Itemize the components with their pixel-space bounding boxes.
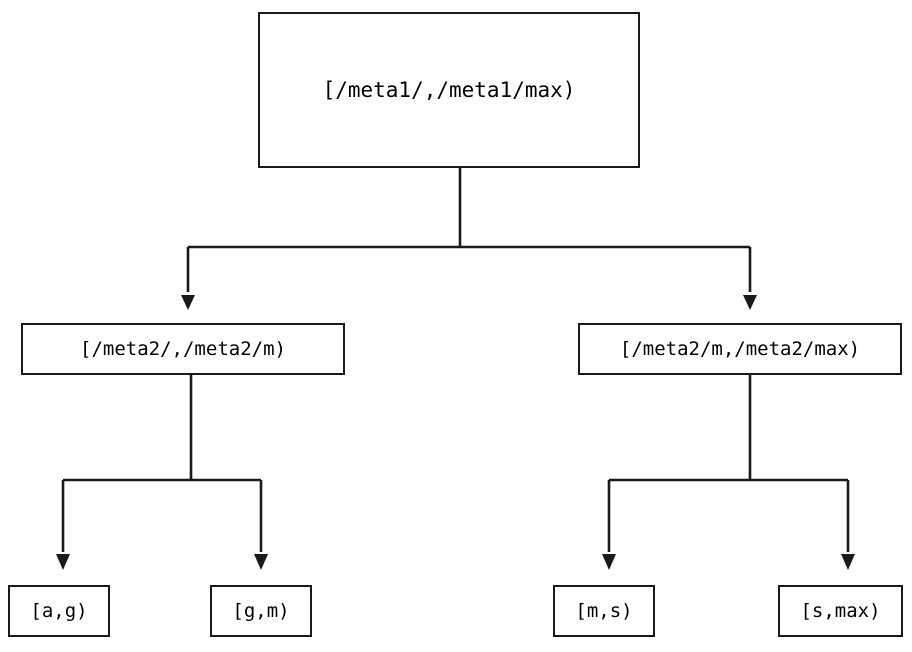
node-leaf-1-label: [a,g) [30,600,88,622]
node-leaf-2[interactable]: [g,m) [210,585,312,637]
node-leaf-1[interactable]: [a,g) [8,585,110,637]
node-leaf-3-label: [m,s) [575,600,633,622]
node-leaf-2-label: [g,m) [232,600,290,622]
node-root-label: [/meta1/,/meta1/max) [322,78,576,102]
arrowhead-mid-left [181,295,195,310]
node-mid-left[interactable]: [/meta2/,/meta2/m) [21,323,345,375]
node-mid-right[interactable]: [/meta2/m,/meta2/max) [578,323,902,375]
node-mid-left-label: [/meta2/,/meta2/m) [80,338,286,360]
arrowhead-mid-right [743,295,757,310]
arrowhead-leaf-1 [56,554,70,570]
node-leaf-4-label: [s,max) [800,600,881,622]
arrowhead-leaf-4 [841,554,855,570]
node-mid-right-label: [/meta2/m,/meta2/max) [619,338,861,360]
node-leaf-3[interactable]: [m,s) [553,585,655,637]
node-root[interactable]: [/meta1/,/meta1/max) [258,12,640,168]
node-leaf-4[interactable]: [s,max) [778,585,903,637]
arrowhead-leaf-2 [254,554,268,570]
arrowhead-leaf-3 [602,554,616,570]
